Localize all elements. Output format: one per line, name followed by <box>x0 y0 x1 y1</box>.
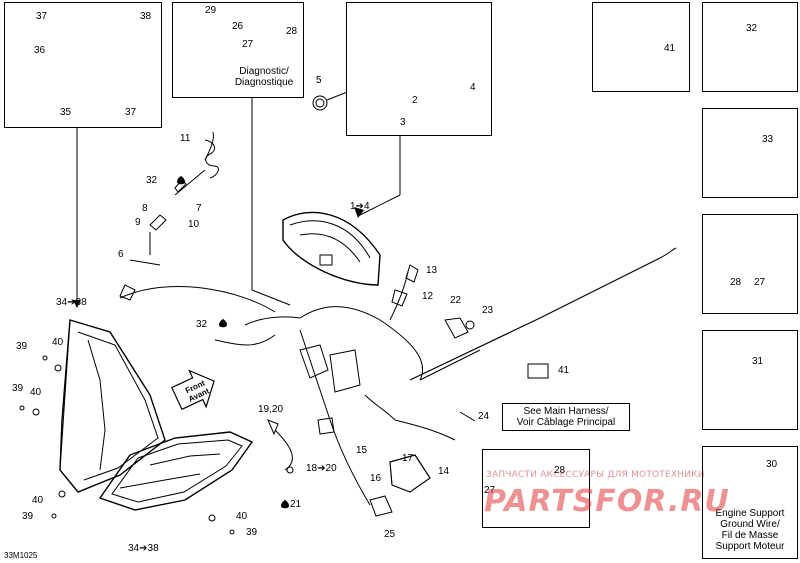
callout-32-mid: 32 <box>196 319 208 330</box>
callout-28-right: 28 <box>730 277 742 288</box>
callout-36: 36 <box>34 45 46 56</box>
inset-box-31 <box>702 330 798 430</box>
inset-box-32 <box>702 2 798 92</box>
callout-27-diag: 27 <box>242 39 254 50</box>
inset-box-30 <box>702 446 798 559</box>
callout-40-c: 40 <box>32 495 44 506</box>
engine-note-line4: Support Moteur <box>715 541 785 552</box>
watermark-brand: PARTSFOR.RU <box>484 484 730 519</box>
diagnostic-note-line1: Diagnostic/ <box>239 66 289 77</box>
callout-21: 21 <box>290 499 302 510</box>
callout-9: 9 <box>135 217 141 228</box>
callout-12: 12 <box>422 291 434 302</box>
callout-7: 7 <box>196 203 202 214</box>
callout-17: 17 <box>402 453 414 464</box>
callout-15: 15 <box>356 445 368 456</box>
inset-box-headlight-bulb <box>4 2 162 128</box>
callout-33: 33 <box>762 134 774 145</box>
callout-28-lower: 28 <box>554 465 566 476</box>
callout-40-a: 40 <box>52 337 64 348</box>
main-harness-note-line2: Voir Câblage Principal <box>516 417 616 428</box>
diagnostic-note: Diagnostic/ Diagnostique <box>226 66 302 88</box>
callout-16: 16 <box>370 473 382 484</box>
callout-14: 14 <box>438 466 450 477</box>
callout-1-4: 1➔4 <box>350 201 370 212</box>
callout-29: 29 <box>205 5 217 16</box>
engine-note-line1: Engine Support <box>715 508 785 519</box>
callout-41-top: 41 <box>664 43 676 54</box>
callout-31: 31 <box>752 356 764 367</box>
callout-38: 38 <box>140 11 152 22</box>
engine-support-note: Engine Support Ground Wire/ Fil de Masse… <box>702 508 798 552</box>
callout-39-d: 39 <box>246 527 258 538</box>
callout-5: 5 <box>316 75 322 86</box>
callout-39-c: 39 <box>22 511 34 522</box>
diagnostic-note-line2: Diagnostique <box>234 77 294 88</box>
callout-32-top: 32 <box>746 23 758 34</box>
callout-23: 23 <box>482 305 494 316</box>
inset-box-cluster <box>346 2 492 136</box>
callout-26: 26 <box>232 21 244 32</box>
callout-22: 22 <box>450 295 462 306</box>
callout-39-b: 39 <box>12 383 24 394</box>
callout-40-b: 40 <box>30 387 42 398</box>
watermark-tagline: ЗАПЧАСТИ АКСЕССУАРЫ ДЛЯ МОТОТЕХНИКИ <box>486 470 705 480</box>
callout-37-top: 37 <box>36 11 48 22</box>
callout-28-diag: 28 <box>286 26 298 37</box>
callout-4: 4 <box>470 82 476 93</box>
callout-27-right: 27 <box>754 277 766 288</box>
callout-34-38-top: 34➔38 <box>56 297 87 308</box>
callout-11: 11 <box>180 133 191 144</box>
inset-box-27-28-lower <box>482 449 590 528</box>
callout-27-lower: 27 <box>484 485 496 496</box>
inset-box-27-28 <box>702 214 798 314</box>
callout-24: 24 <box>478 411 490 422</box>
callout-18-20: 18➔20 <box>306 463 337 474</box>
callout-8: 8 <box>142 203 148 214</box>
callout-2: 2 <box>412 95 418 106</box>
engine-note-line3: Fil de Masse <box>721 530 779 541</box>
engine-note-line2: Ground Wire/ <box>720 519 780 530</box>
main-harness-note-line1: See Main Harness/ <box>523 406 609 417</box>
figure-id: 33M1025 <box>4 551 38 560</box>
main-harness-note: See Main Harness/ Voir Câblage Principal <box>502 406 630 428</box>
callout-39-a: 39 <box>16 341 28 352</box>
inset-box-41 <box>592 2 690 92</box>
callout-37-bottom: 37 <box>125 107 137 118</box>
callout-6: 6 <box>118 249 124 260</box>
callout-10: 10 <box>188 219 200 230</box>
callout-35: 35 <box>60 107 72 118</box>
callout-40-d: 40 <box>236 511 248 522</box>
callout-13: 13 <box>426 265 438 276</box>
callout-30: 30 <box>766 459 778 470</box>
callout-41-mid: 41 <box>558 365 570 376</box>
callout-34-38-bottom: 34➔38 <box>128 543 159 554</box>
callout-19-20: 19,20 <box>258 404 284 415</box>
callout-25: 25 <box>384 529 396 540</box>
callout-32-upper: 32 <box>146 175 158 186</box>
inset-box-33 <box>702 108 798 198</box>
callout-3: 3 <box>400 117 406 128</box>
main-harness-note-box <box>502 403 630 431</box>
inset-box-diagnostic <box>172 2 304 98</box>
